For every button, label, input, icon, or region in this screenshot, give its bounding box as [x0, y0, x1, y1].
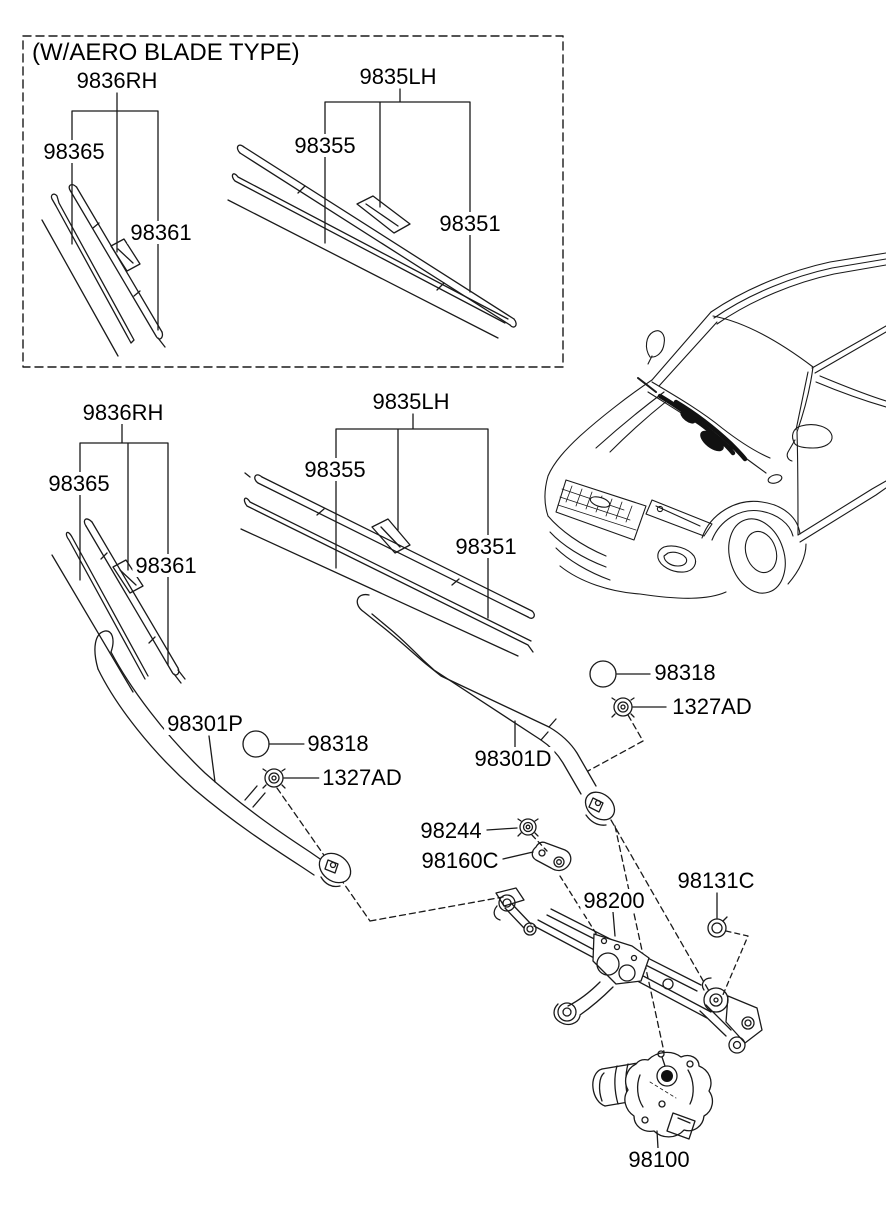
driver-pivot-nut-icon [262, 768, 286, 789]
driver-arm-group [94, 630, 504, 922]
motor-group [592, 1050, 714, 1149]
label-aero-lh-blade: 98351 [436, 212, 504, 235]
label-aero-rh-assembly: 9836RH [73, 69, 161, 92]
label-passenger-nut: 1327AD [669, 695, 755, 718]
crank-nut-icon [517, 818, 539, 837]
label-std-lh-assembly: 9835LH [369, 390, 453, 413]
label-aero-rh-blade: 98361 [127, 221, 195, 244]
label-passenger-cap: 98318 [651, 661, 719, 684]
highlighted-wipers [657, 393, 748, 462]
label-passenger-arm: 98301D [471, 747, 555, 770]
label-crank-nut: 98244 [417, 819, 485, 842]
mount-bracket-icon [531, 841, 572, 872]
pivot-washer-icon [707, 916, 728, 938]
linkage-group [486, 818, 763, 1054]
label-driver-cap: 98318 [304, 732, 372, 755]
label-aero-lh-assembly: 9835LH [356, 65, 440, 88]
label-std-rh-blade: 98361 [132, 554, 200, 577]
passenger-arm-group [356, 593, 710, 1062]
aero-box-title: (W/AERO BLADE TYPE) [30, 39, 302, 66]
driver-pivot-cap-icon [242, 730, 270, 758]
car-illustration [544, 252, 886, 599]
label-mount-bracket: 98160C [418, 849, 502, 872]
aero-rh-blade-group [41, 92, 166, 357]
motor-shaft-icon [661, 1070, 673, 1082]
label-std-rh-refill: 98365 [45, 472, 113, 495]
label-aero-rh-refill: 98365 [40, 140, 108, 163]
aero-lh-blade-group [227, 88, 517, 339]
label-motor: 98100 [625, 1148, 693, 1171]
label-linkage: 98200 [580, 889, 648, 912]
standard-lh-blade-group [240, 413, 535, 657]
label-aero-lh-refill: 98355 [291, 134, 359, 157]
label-driver-arm: 98301P [164, 712, 246, 735]
passenger-pivot-nut-icon [611, 697, 635, 718]
standard-rh-blade-group [51, 423, 186, 693]
label-pivot-washer: 98131C [674, 869, 758, 892]
aero-blade-box [22, 35, 564, 368]
label-std-rh-assembly: 9836RH [79, 401, 167, 424]
passenger-pivot-cap-icon [589, 660, 617, 688]
label-std-lh-blade: 98351 [452, 535, 520, 558]
label-std-lh-refill: 98355 [301, 458, 369, 481]
label-driver-nut: 1327AD [319, 766, 405, 789]
